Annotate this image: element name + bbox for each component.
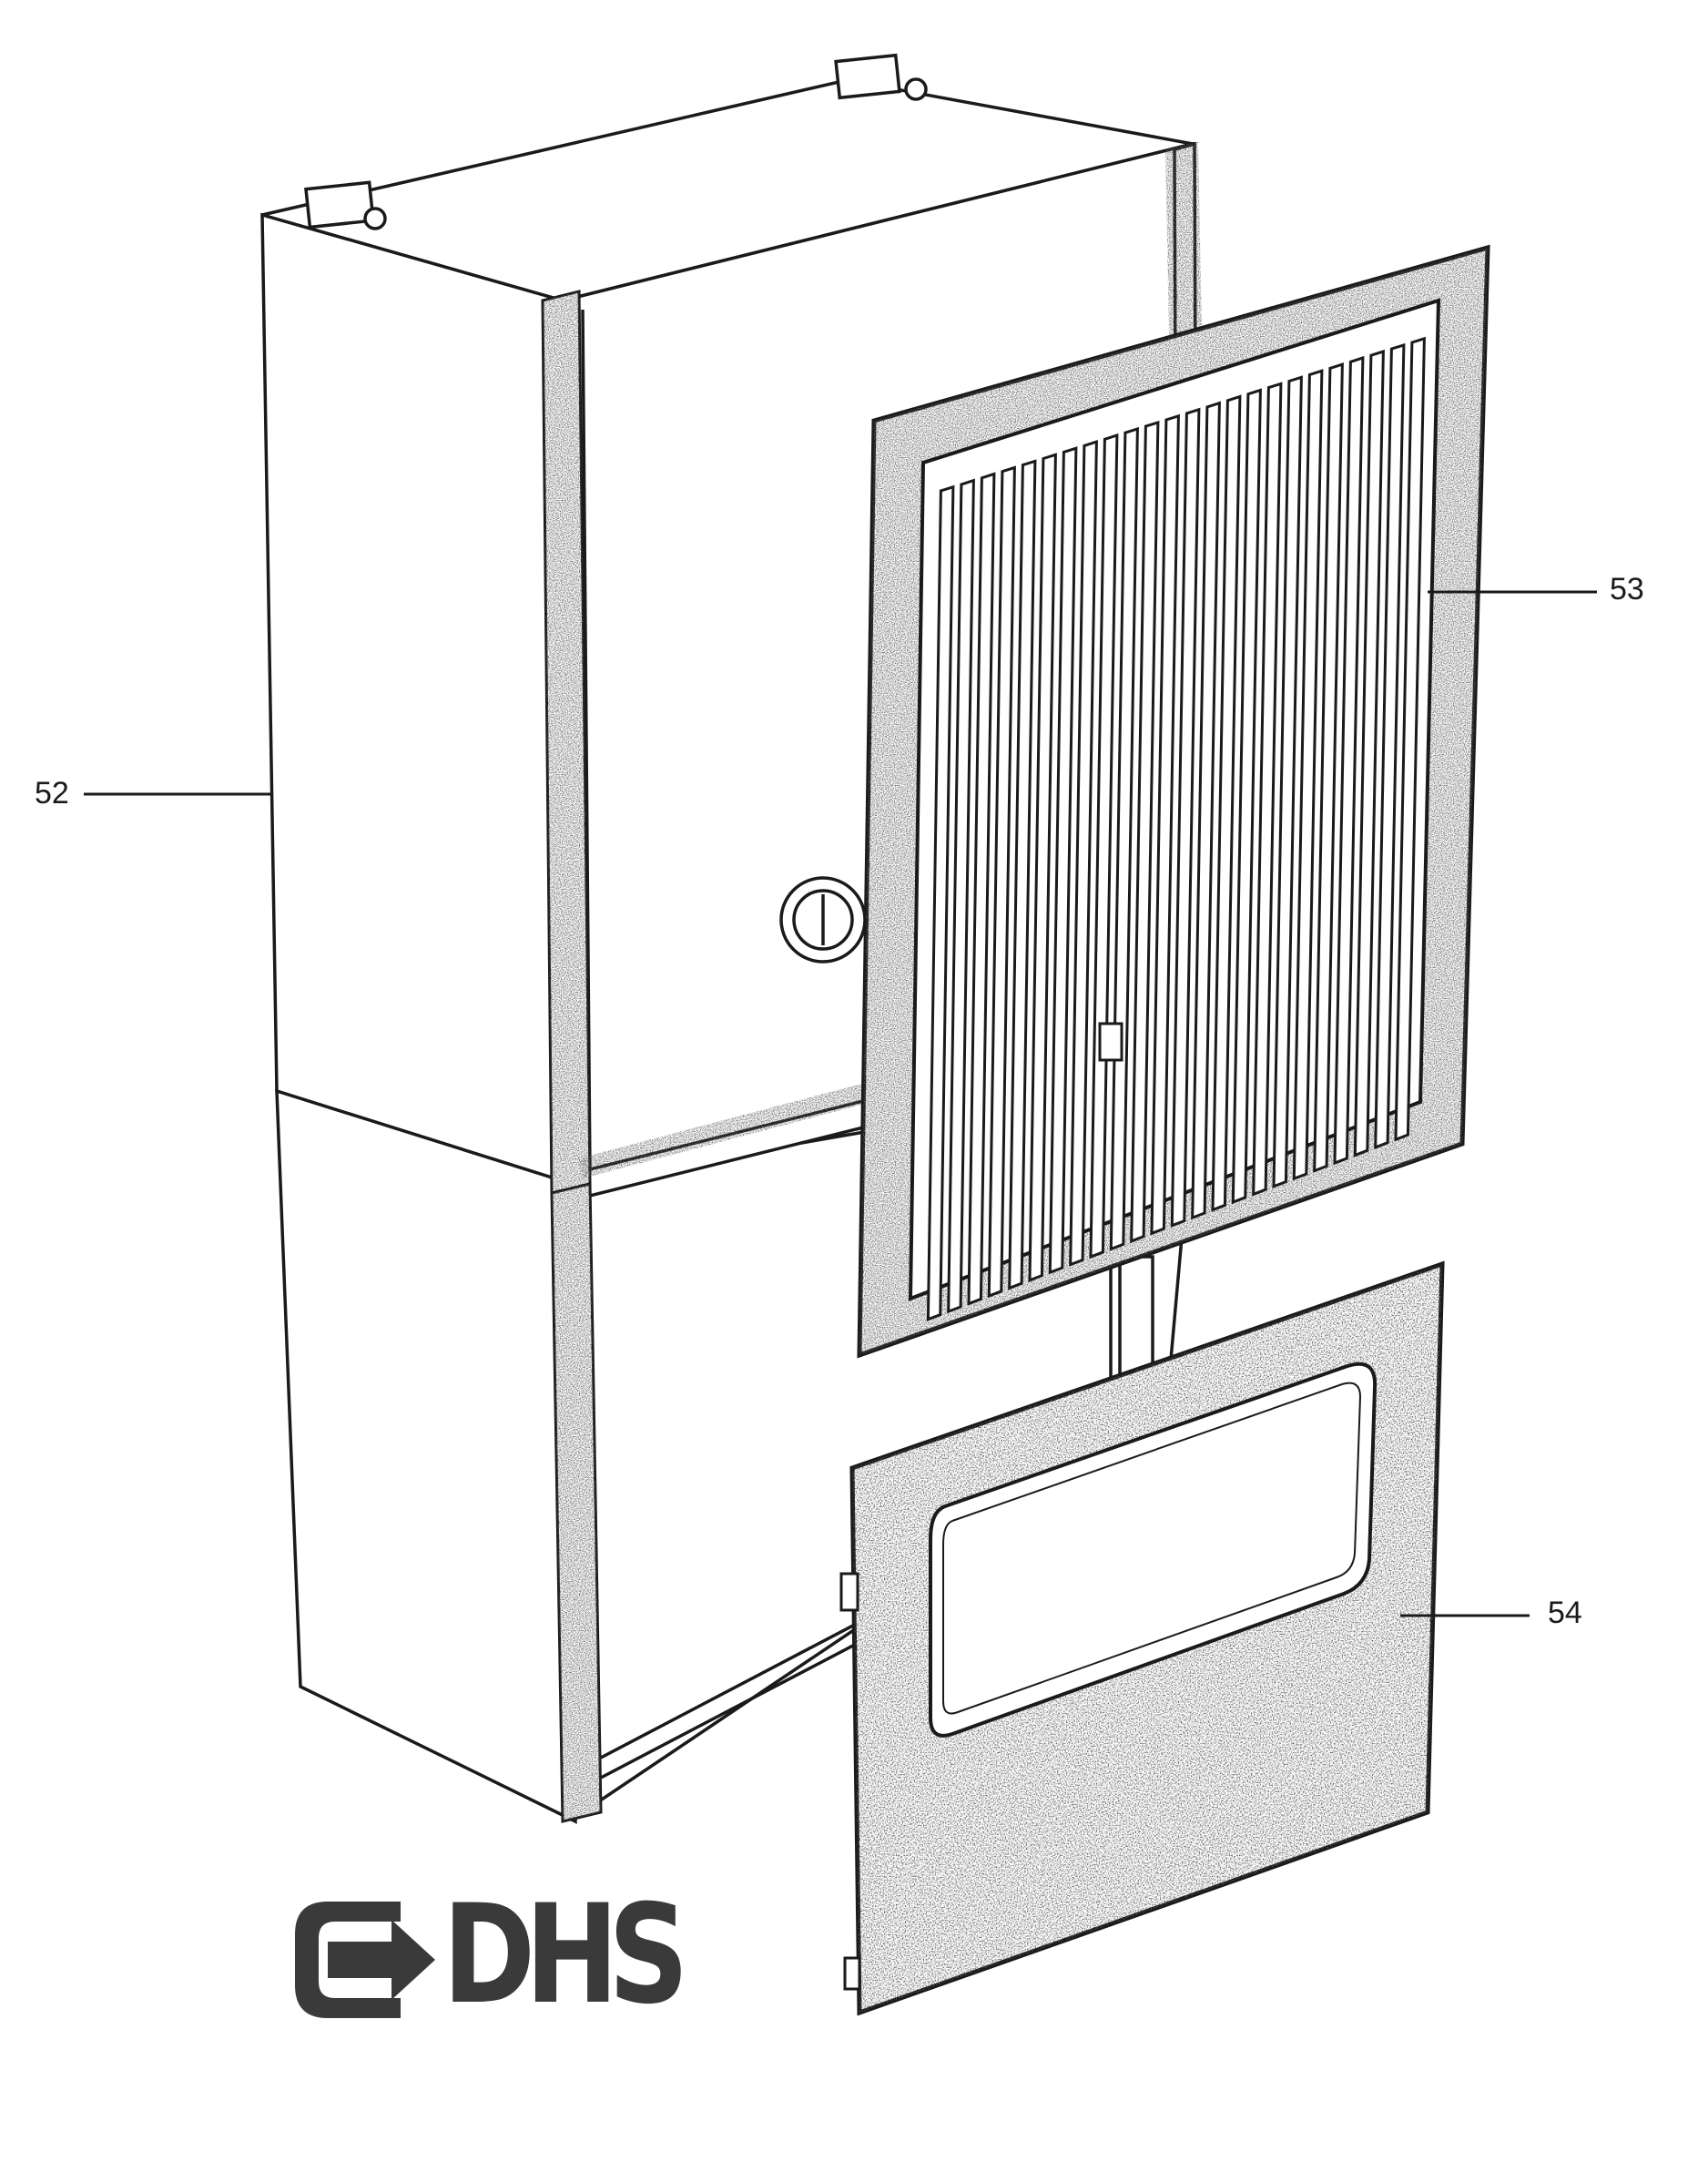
grille-slat bbox=[1150, 413, 1180, 1236]
callout-label-53: 53 bbox=[1610, 572, 1644, 607]
hinge-bracket-right bbox=[834, 53, 901, 100]
grille-slat bbox=[926, 484, 955, 1321]
hinge-bracket-left bbox=[304, 180, 375, 229]
grille-slat bbox=[1170, 407, 1201, 1228]
lower-door-panel bbox=[839, 1260, 1445, 2016]
grille-slat bbox=[1191, 401, 1221, 1220]
grille-slat bbox=[1272, 375, 1303, 1189]
dhs-logo-text: DHS bbox=[442, 1876, 689, 2035]
grille-slat bbox=[947, 478, 975, 1314]
grille-slat bbox=[1231, 388, 1262, 1205]
callout-leaders bbox=[84, 590, 1597, 1617]
lower-panel-hinge bbox=[839, 1572, 859, 1612]
cabinet-door-gasket bbox=[541, 142, 1202, 1823]
grille-panel bbox=[857, 244, 1490, 1359]
grille-slat bbox=[1394, 336, 1426, 1142]
grille-slat bbox=[1292, 369, 1324, 1181]
grille-slat bbox=[1069, 440, 1098, 1267]
hinge-screw-left bbox=[363, 207, 387, 230]
lower-panel-window bbox=[929, 1361, 1378, 1738]
grille-slat bbox=[1048, 446, 1078, 1275]
grille-slat bbox=[1333, 355, 1365, 1166]
cabinet-left-face-lower bbox=[275, 1088, 577, 1824]
grille-slat bbox=[1252, 382, 1283, 1197]
grille-slat bbox=[967, 472, 996, 1306]
dhs-logo-arrow-mark bbox=[295, 1902, 435, 2018]
hinge-screw-right bbox=[904, 77, 928, 101]
grille-slat bbox=[987, 465, 1016, 1299]
grille-slat bbox=[1008, 459, 1037, 1290]
grille-slat bbox=[1130, 420, 1160, 1244]
callout-label-52: 52 bbox=[35, 776, 69, 811]
grille-slat bbox=[1089, 433, 1119, 1259]
grille-latch bbox=[1098, 1022, 1123, 1062]
grille-slat bbox=[1353, 349, 1385, 1157]
grille-slat bbox=[1313, 362, 1344, 1173]
lower-panel-hinge-bottom bbox=[843, 1956, 861, 1991]
grille-slat bbox=[1028, 453, 1057, 1283]
grille-slat bbox=[1211, 394, 1242, 1212]
grille-slat bbox=[1374, 342, 1406, 1150]
cabinet-left-face-upper bbox=[260, 212, 568, 1185]
grille-slats bbox=[926, 336, 1426, 1321]
callout-label-54: 54 bbox=[1548, 1596, 1582, 1630]
dhs-logo bbox=[295, 1902, 435, 2018]
